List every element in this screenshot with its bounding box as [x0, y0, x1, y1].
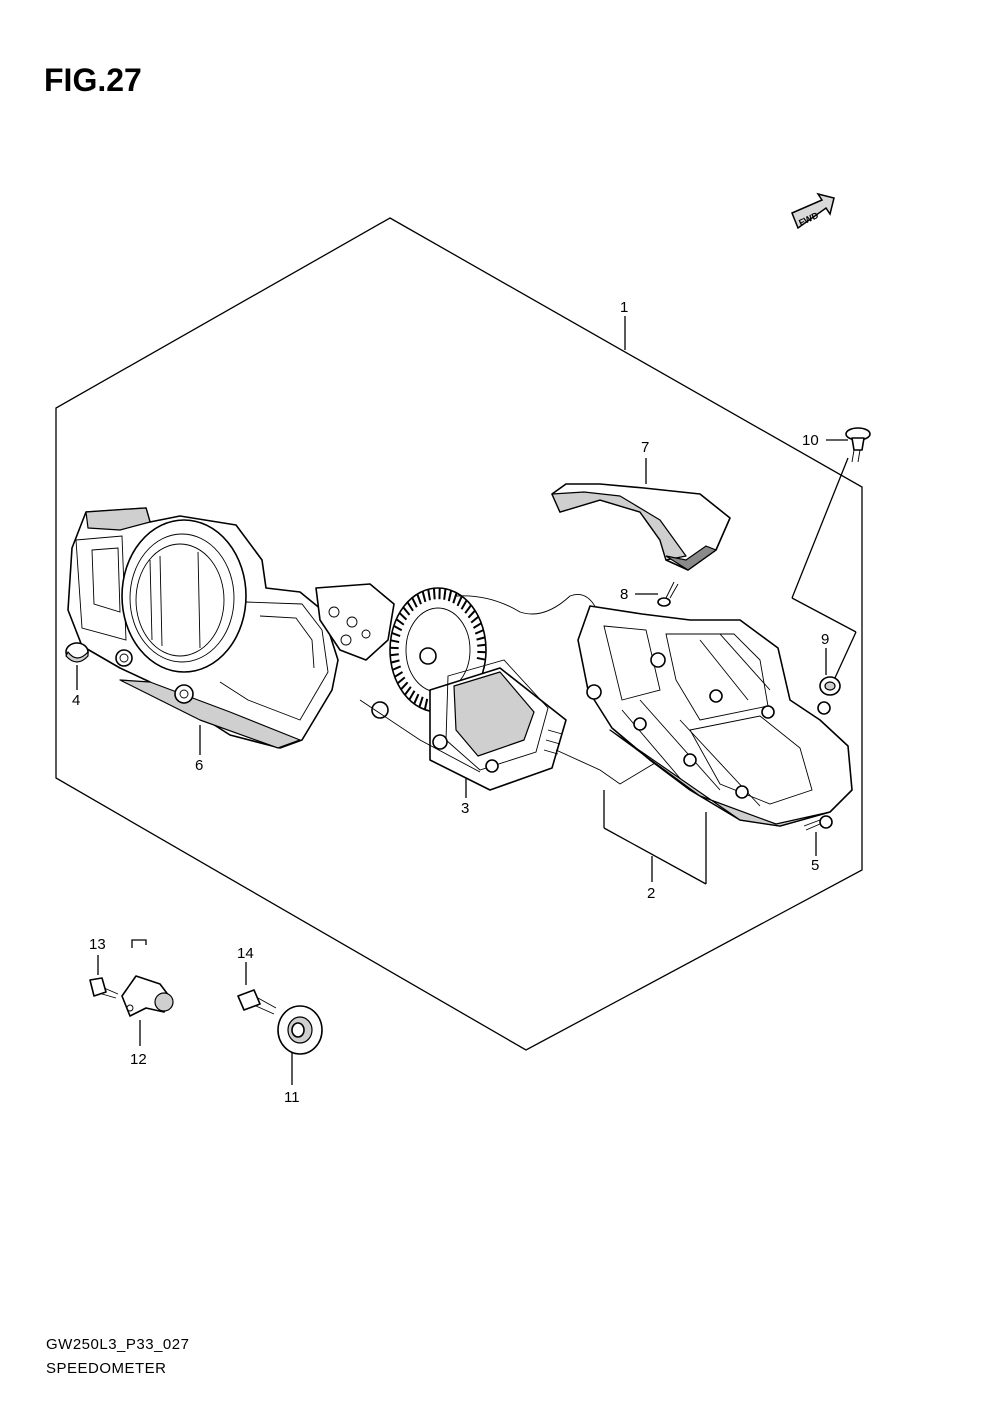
dial-tick [423, 698, 429, 710]
callout-6: 6 [195, 757, 204, 774]
callout-14: 14 [237, 945, 254, 962]
part-11-sensor-rotor [277, 1005, 323, 1055]
dial-tick [460, 599, 468, 610]
dial-tick [402, 606, 411, 616]
dial-tick [390, 653, 399, 657]
tachometer-dial-ticks [389, 588, 487, 712]
dial-tick [456, 595, 463, 607]
callout-5: 5 [811, 857, 820, 874]
part-7-visor [551, 483, 731, 571]
callout-7: 7 [641, 439, 650, 456]
dial-tick [416, 593, 422, 605]
part-2-meter-case [455, 594, 853, 827]
dial-tick [408, 690, 416, 701]
dial-tick [427, 589, 431, 601]
callout-13: 13 [89, 936, 106, 953]
part-9-grommet [819, 676, 841, 696]
assembly-boundary [55, 217, 863, 1051]
part-10-bolt [845, 427, 871, 463]
diagram-caption: SPEEDOMETER [46, 1360, 167, 1377]
part-13-bolt [89, 977, 119, 999]
part-6-meter-cover [67, 507, 339, 749]
dial-tick [467, 609, 476, 619]
dial-tick [464, 604, 472, 614]
dial-tick [413, 693, 420, 705]
dial-tick [476, 636, 486, 641]
dial-tick [476, 656, 486, 661]
dial-tick [393, 625, 403, 632]
callout-9: 9 [821, 631, 830, 648]
callout-12: 12 [130, 1051, 147, 1068]
dial-tick [472, 622, 482, 629]
dial-tick [421, 591, 427, 603]
dial-tick [474, 629, 484, 635]
part-3-meter-assembly [315, 583, 567, 791]
dial-tick [447, 590, 453, 602]
dial-tick [398, 612, 408, 621]
dial-tick [390, 659, 400, 664]
dial-tick [452, 592, 458, 604]
callout-11: 11 [284, 1089, 300, 1106]
leader-lines [76, 316, 857, 1085]
callout-8: 8 [620, 586, 629, 603]
dial-tick [400, 681, 409, 691]
figure-title: FIG.27 [44, 62, 142, 98]
callout-2: 2 [647, 885, 656, 902]
callout-3: 3 [461, 800, 470, 817]
dial-tick [432, 588, 436, 600]
dial-tick [406, 601, 414, 612]
diagram-code: GW250L3_P33_027 [46, 1336, 190, 1353]
dial-tick [395, 618, 405, 626]
part-14-bolt [237, 989, 277, 1015]
dial-tick [392, 665, 402, 671]
callout-1: 1 [620, 299, 629, 316]
dial-tick [477, 643, 486, 647]
dial-tick [470, 615, 480, 624]
part-12-speed-sensor [121, 975, 174, 1017]
part-8-screw [657, 581, 679, 607]
part-5-screw [803, 815, 833, 831]
dial-tick [390, 639, 400, 644]
dial-tick [391, 632, 401, 637]
dial-tick [404, 686, 412, 696]
callout-4: 4 [72, 692, 81, 709]
dial-tick [396, 676, 406, 685]
part-4-grommet [65, 642, 89, 663]
dial-tick [418, 696, 424, 708]
dial-tick [443, 588, 447, 600]
dial-tick [394, 671, 404, 678]
dial-tick [411, 597, 418, 608]
callout-10: 10 [802, 432, 819, 449]
fwd-arrow-icon: FWD [791, 192, 835, 230]
